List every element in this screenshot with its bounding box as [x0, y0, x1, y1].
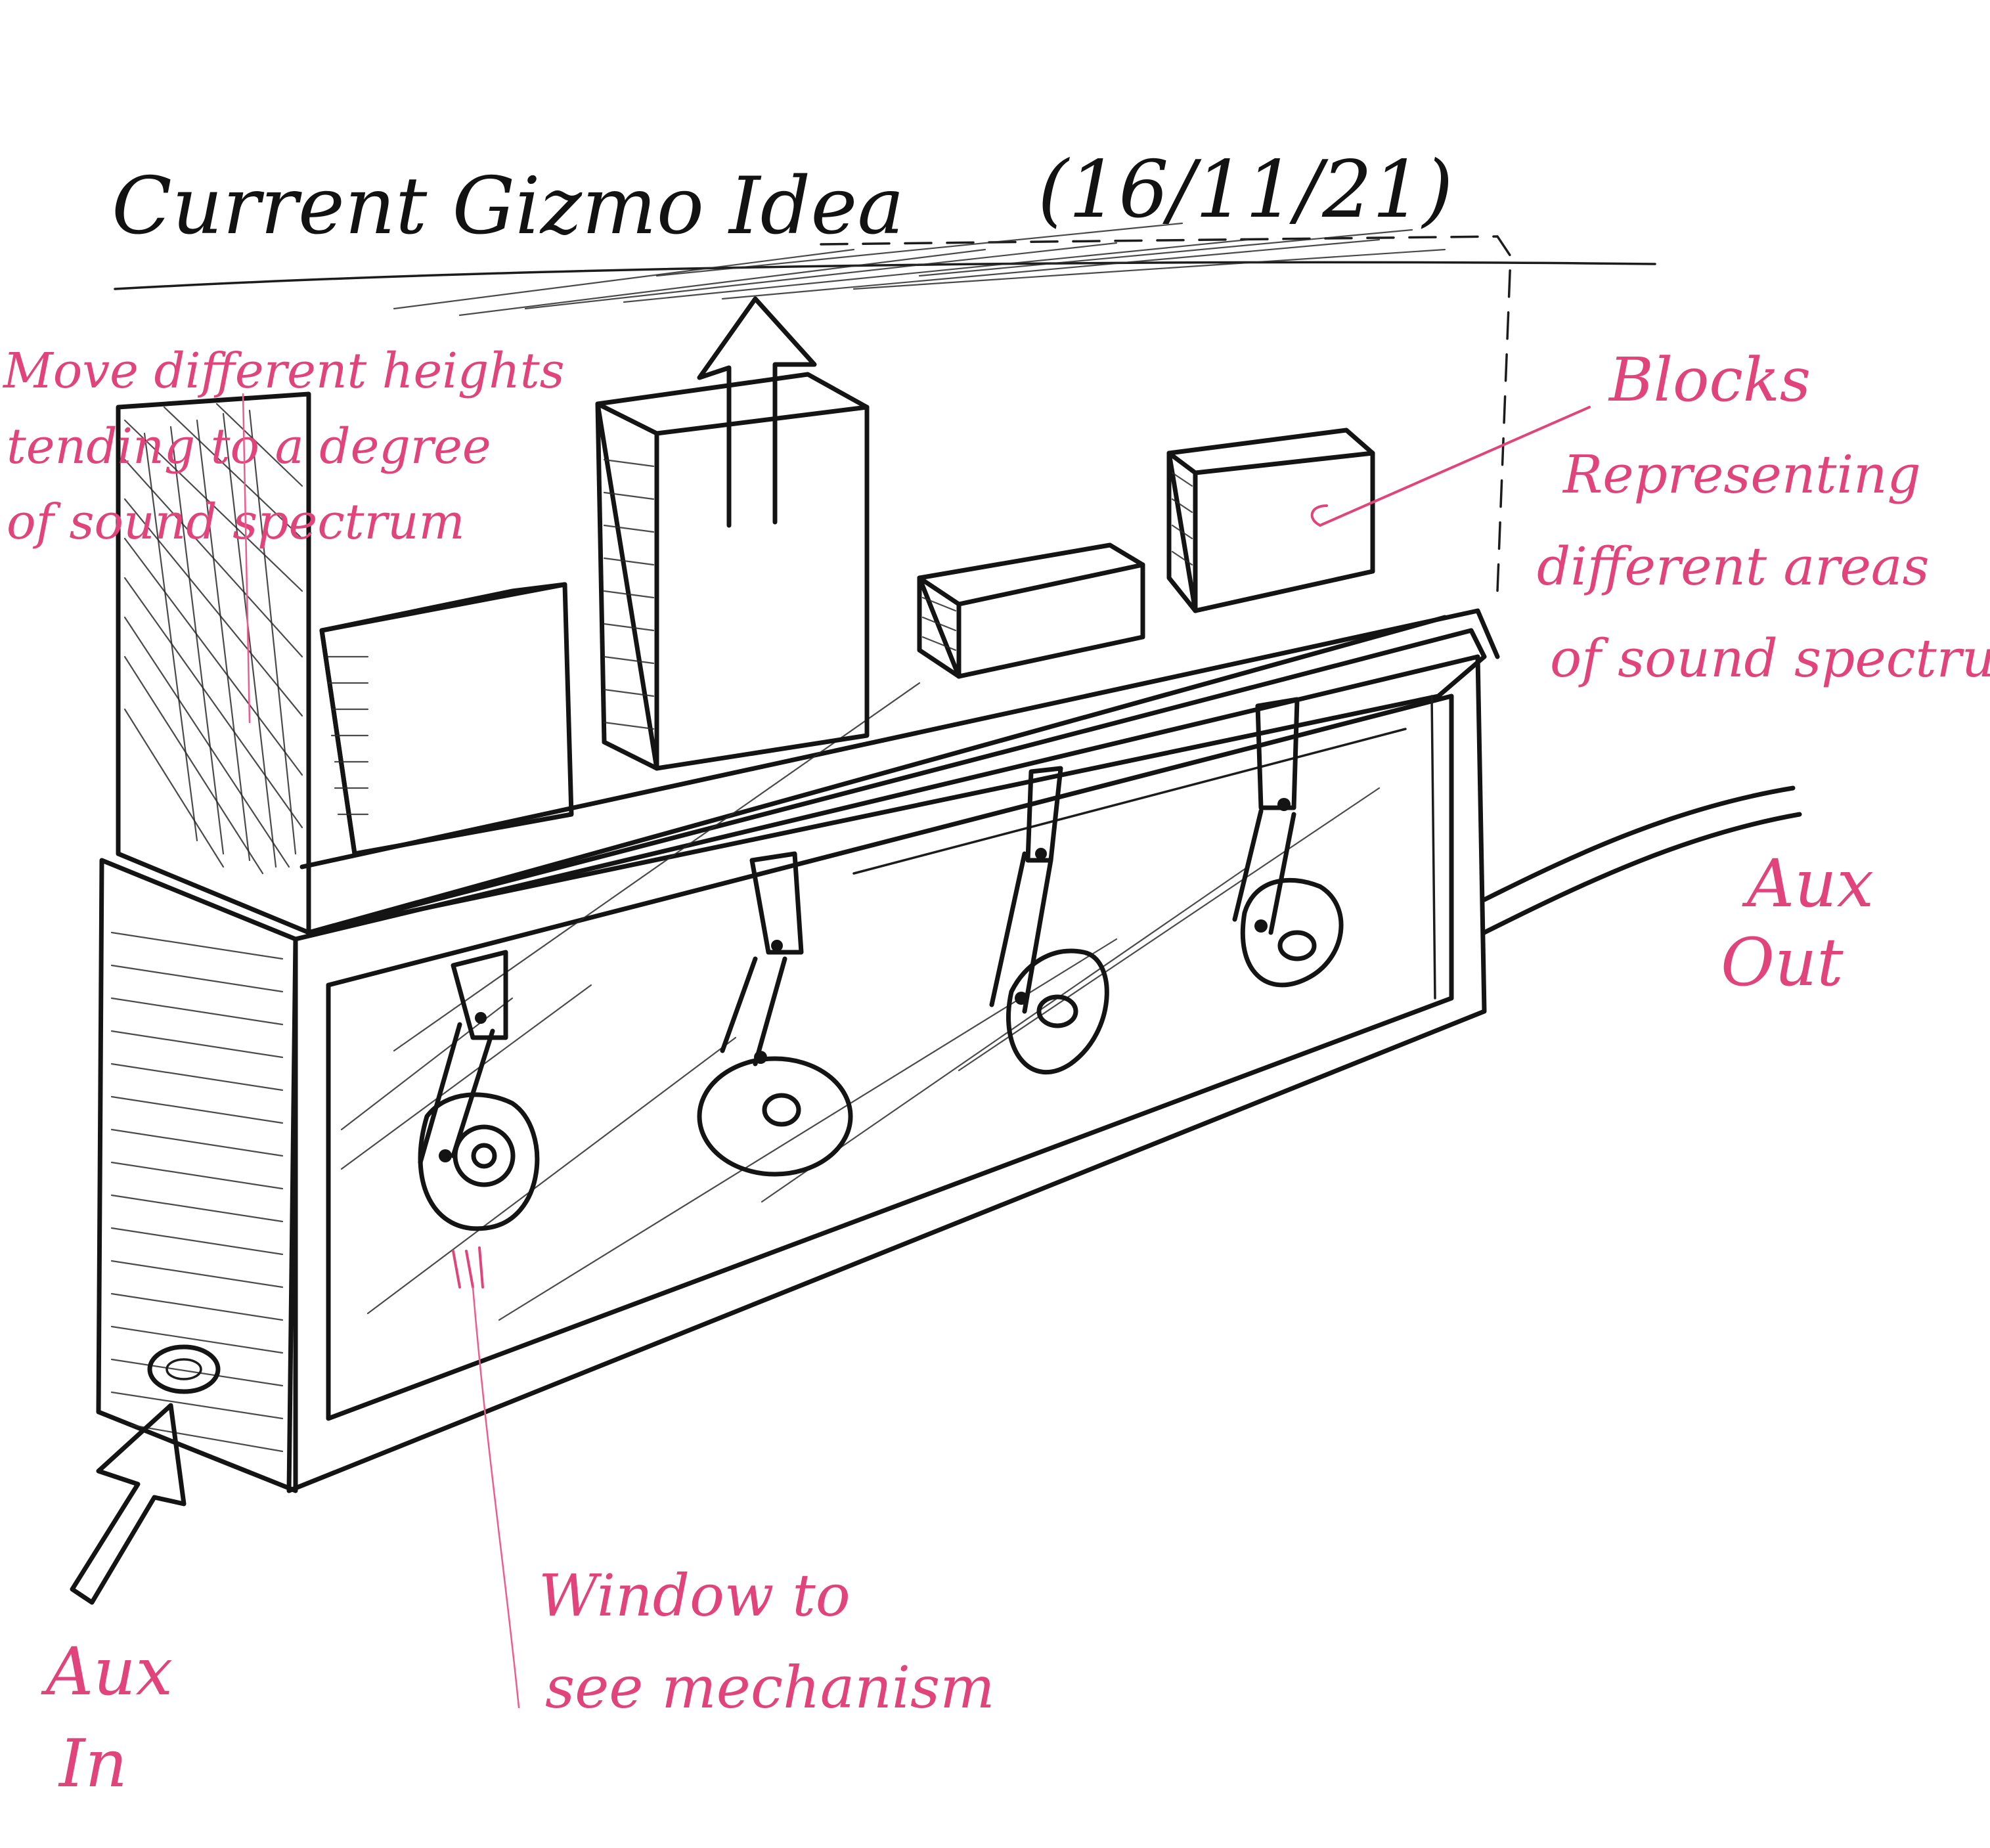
svg-text:Move different heights: Move different heights — [2, 343, 565, 399]
svg-text:Aux: Aux — [41, 1633, 173, 1710]
aux-out-label: Aux Out — [1721, 845, 1874, 1001]
top-shelf — [309, 630, 1484, 933]
sketch-date: (16/11/21) — [1038, 144, 1453, 236]
mechanism-3 — [992, 768, 1107, 1072]
blocks-pointer-line — [1320, 407, 1589, 525]
left-annotation: Move different heights tending to a degr… — [2, 343, 565, 722]
svg-text:Aux: Aux — [1742, 845, 1874, 922]
window-pointer — [453, 1248, 519, 1707]
block-3 — [919, 545, 1143, 676]
up-arrow-icon — [699, 299, 814, 525]
mechanism-4 — [1235, 699, 1341, 985]
blocks-annotation: Blocks Representing different areas of s… — [1312, 345, 1990, 689]
left-side-panel — [118, 394, 309, 933]
block-1 — [322, 584, 571, 854]
svg-text:Window to: Window to — [539, 1562, 851, 1629]
svg-text:of sound spectrum: of sound spectrum — [7, 494, 465, 550]
mechanism-1 — [420, 952, 537, 1229]
svg-text:In: In — [58, 1725, 127, 1802]
window-annotation: Window to see mechanism — [539, 1562, 995, 1721]
sketch-title: Current Gizmo Idea — [112, 161, 904, 252]
svg-text:tending to a degree: tending to a degree — [7, 418, 491, 475]
dashed-back-edge — [821, 236, 1511, 591]
svg-text:Representing: Representing — [1562, 444, 1921, 505]
aux-in-arrow-icon — [72, 1405, 184, 1602]
svg-text:of sound spectrum: of sound spectrum — [1550, 628, 1990, 689]
block-4 — [1169, 430, 1373, 611]
aux-in-port — [150, 1347, 218, 1392]
svg-text:see mechanism: see mechanism — [545, 1654, 995, 1721]
block-2 — [598, 374, 867, 768]
svg-text:Out: Out — [1721, 924, 1844, 1001]
svg-text:different areas: different areas — [1537, 536, 1930, 597]
left-front-panel — [99, 860, 296, 1491]
aux-in-label: Aux In — [41, 1633, 173, 1802]
mechanism-2 — [699, 854, 851, 1174]
svg-text:Blocks: Blocks — [1608, 345, 1811, 415]
